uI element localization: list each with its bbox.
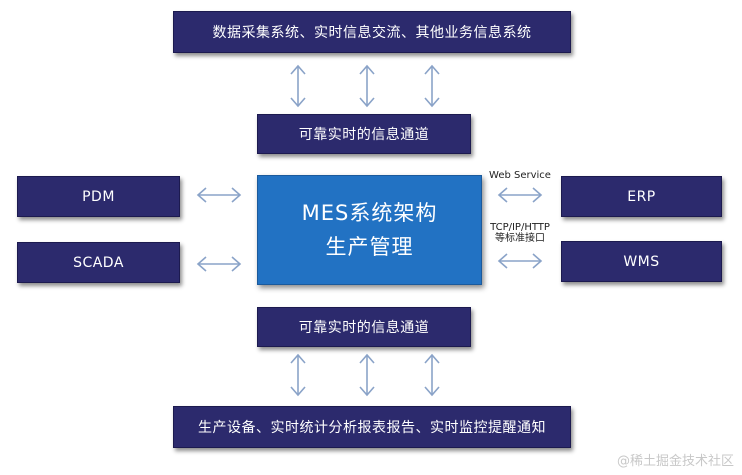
double-arrow-icon [497, 187, 543, 203]
double-arrow-icon [359, 353, 375, 397]
scada-box: SCADA [17, 242, 180, 283]
erp-box: ERP [561, 176, 722, 217]
double-arrow-icon [497, 253, 543, 269]
pdm-label: PDM [82, 188, 115, 205]
double-arrow-icon [290, 64, 306, 108]
production-management-title: 生产管理 [325, 235, 414, 259]
bottom-channel-label: 可靠实时的信息通道 [298, 320, 430, 336]
double-arrow-icon [424, 64, 440, 108]
double-arrow-icon [424, 353, 440, 397]
web-service-note: Web Service [489, 170, 551, 181]
pdm-box: PDM [17, 176, 180, 217]
double-arrow-icon [196, 187, 242, 203]
mes-architecture-title: MES系统架构 [301, 201, 438, 225]
bottom-equipment-box: 生产设备、实时统计分析报表报告、实时监控提醒通知 [173, 406, 571, 448]
wms-box: WMS [561, 241, 722, 282]
scada-label: SCADA [73, 254, 124, 271]
erp-label: ERP [627, 188, 656, 205]
double-arrow-icon [196, 256, 242, 272]
top-systems-label: 数据采集系统、实时信息交流、其他业务信息系统 [212, 25, 532, 41]
mes-center-box: MES系统架构 生产管理 [257, 175, 482, 285]
watermark: @稀土掘金技术社区 [616, 454, 734, 469]
bottom-channel-box: 可靠实时的信息通道 [257, 307, 471, 347]
double-arrow-icon [290, 353, 306, 397]
bottom-equipment-label: 生产设备、实时统计分析报表报告、实时监控提醒通知 [198, 420, 546, 436]
standard-interface-note: 等标准接口 [495, 233, 545, 244]
top-channel-box: 可靠实时的信息通道 [257, 114, 471, 154]
top-systems-box: 数据采集系统、实时信息交流、其他业务信息系统 [173, 11, 571, 53]
protocol-note: TCP/IP/HTTP [490, 222, 550, 233]
double-arrow-icon [359, 64, 375, 108]
top-channel-label: 可靠实时的信息通道 [298, 127, 430, 143]
wms-label: WMS [623, 253, 660, 270]
